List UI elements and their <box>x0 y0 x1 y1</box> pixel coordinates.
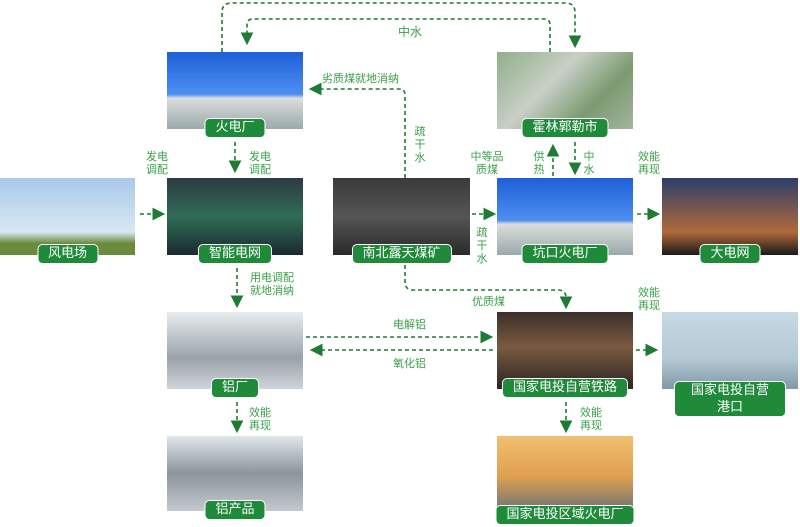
arrow-mine-to-railway <box>404 265 573 310</box>
node-label: 国家电投区域火电厂 <box>495 505 635 525</box>
node-port: 国家电投自营港口 <box>662 312 798 417</box>
edge-label: 用电调配就地消纳 <box>250 271 294 297</box>
port-image <box>662 312 798 389</box>
node-wind: 风电场 <box>0 178 135 264</box>
node-label: 火电厂 <box>204 118 266 138</box>
edge-label: 中水 <box>398 25 423 39</box>
thermal-plant-image <box>167 52 303 129</box>
node-minemouth-plant: 坑口火电厂 <box>497 178 633 264</box>
node-label: 南北露天煤矿 <box>351 244 452 264</box>
node-label: 坑口火电厂 <box>521 244 609 264</box>
smart-grid-image <box>167 178 303 255</box>
arrow-mine-to-thermal <box>308 82 406 178</box>
edge-label: 供热 <box>533 150 545 176</box>
edge-label: 氧化铝 <box>393 357 426 370</box>
node-smart-grid: 智能电网 <box>167 178 303 264</box>
edge-label: 效能再现 <box>638 286 660 312</box>
edge-label: 效能再现 <box>249 406 271 432</box>
node-city: 霍林郭勒市 <box>497 52 633 138</box>
aluminum-product-image <box>167 436 303 511</box>
arrow-reclaimed-top-to-city <box>221 2 582 52</box>
node-thermal-plant: 火电厂 <box>167 52 303 138</box>
node-mine: 南北露天煤矿 <box>333 178 470 264</box>
node-label: 大电网 <box>699 244 761 264</box>
node-big-grid: 大电网 <box>662 178 798 264</box>
arrow-city-to-thermal <box>240 18 551 52</box>
edge-label: 发电调配 <box>146 150 168 176</box>
minemouth-plant-image <box>497 178 633 255</box>
node-label: 国家电投自营港口 <box>674 381 786 417</box>
edge-label: 劣质煤就地消纳 <box>322 72 399 85</box>
node-label: 铝产品 <box>204 500 266 520</box>
node-label: 智能电网 <box>197 244 273 264</box>
wind-farm-image <box>0 178 135 255</box>
node-railway: 国家电投自营铁路 <box>497 312 633 398</box>
node-regional-plant: 国家电投区域火电厂 <box>495 436 635 525</box>
edge-label: 疏干水 <box>414 125 426 164</box>
node-label: 霍林郭勒市 <box>521 118 609 138</box>
edge-label: 中水 <box>583 150 595 176</box>
edge-label: 电解铝 <box>393 318 426 331</box>
node-aluminum-product: 铝产品 <box>167 436 303 520</box>
big-grid-image <box>662 178 798 255</box>
node-label: 风电场 <box>36 244 99 264</box>
node-label: 铝厂 <box>210 378 260 398</box>
edge-label: 发电调配 <box>249 150 271 176</box>
node-aluminum-plant: 铝厂 <box>167 312 303 398</box>
aluminum-plant-image <box>167 312 303 389</box>
node-label: 国家电投自营铁路 <box>501 378 629 398</box>
railway-image <box>497 312 633 389</box>
edge-label: 疏干水 <box>476 226 488 265</box>
edge-label: 效能再现 <box>580 406 602 432</box>
regional-plant-image <box>497 436 633 516</box>
edge-label: 中等品质煤 <box>470 150 504 176</box>
mine-image <box>333 178 470 255</box>
edge-label: 优质煤 <box>472 295 505 308</box>
city-image <box>497 52 633 129</box>
edge-label: 效能再现 <box>638 150 660 176</box>
